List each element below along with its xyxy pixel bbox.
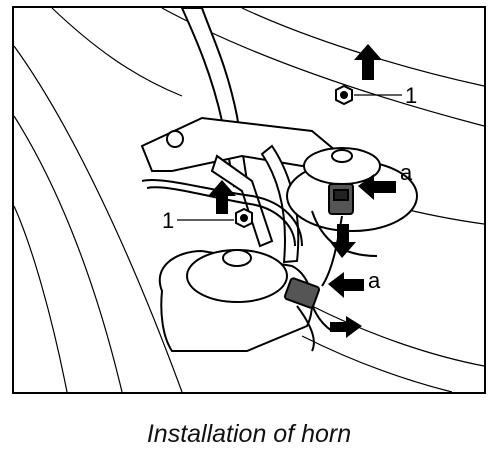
callout-a-lower: a (368, 268, 381, 293)
arrow-left-lower-icon (328, 272, 364, 298)
nut-lower (235, 207, 253, 229)
callout-a-upper: a (400, 160, 413, 185)
arrow-up-upper-icon (354, 44, 382, 80)
lower-horn (158, 249, 315, 352)
connector-lower (283, 277, 321, 309)
callout-1-lower: 1 (162, 208, 174, 233)
nut-upper (335, 84, 353, 106)
callout-1-upper: 1 (405, 83, 417, 108)
horn-installation-figure: 1 1 a a (12, 6, 486, 394)
mounting-bracket (140, 7, 345, 264)
arrow-right-lower-icon (330, 316, 362, 338)
arrows (208, 44, 396, 338)
figure-caption: Installation of horn (146, 420, 352, 448)
arrow-left-upper-icon (358, 174, 396, 200)
arrow-up-lower-icon (208, 180, 236, 214)
leader-lines (177, 94, 402, 221)
arrow-down-upper-icon (330, 224, 356, 258)
connector-upper (328, 183, 354, 215)
